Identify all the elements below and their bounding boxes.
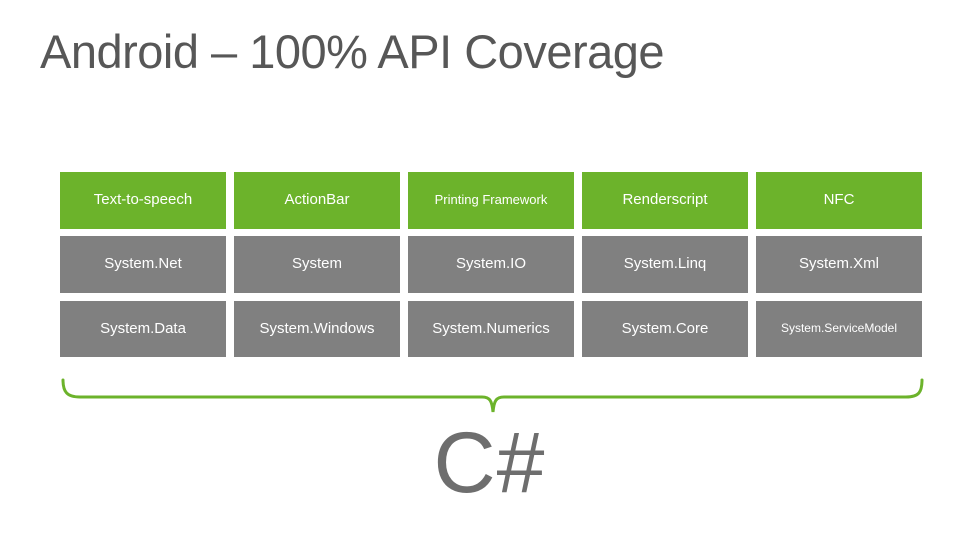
api-cell[interactable]: System.Windows	[234, 301, 400, 357]
api-cell[interactable]: Renderscript	[582, 172, 748, 229]
csharp-label: C#	[433, 415, 546, 511]
api-coverage-grid: Text-to-speech ActionBar Printing Framew…	[60, 172, 922, 357]
api-cell[interactable]: ActionBar	[234, 172, 400, 229]
api-cell[interactable]: System.ServiceModel	[756, 301, 922, 357]
curly-brace-icon	[56, 372, 928, 420]
api-cell[interactable]: System.IO	[408, 236, 574, 293]
api-cell[interactable]: NFC	[756, 172, 922, 229]
api-cell[interactable]: System.Xml	[756, 236, 922, 293]
table-row: System.Net System System.IO System.Linq …	[60, 236, 922, 293]
api-cell[interactable]: System.Net	[60, 236, 226, 293]
api-cell[interactable]: Text-to-speech	[60, 172, 226, 229]
api-cell[interactable]: Printing Framework	[408, 172, 574, 229]
table-row: Text-to-speech ActionBar Printing Framew…	[60, 172, 922, 229]
api-cell[interactable]: System.Data	[60, 301, 226, 357]
table-row: System.Data System.Windows System.Numeri…	[60, 301, 922, 357]
api-cell[interactable]: System.Core	[582, 301, 748, 357]
api-cell[interactable]: System.Numerics	[408, 301, 574, 357]
api-cell[interactable]: System	[234, 236, 400, 293]
page-title: Android – 100% API Coverage	[40, 25, 665, 78]
api-cell[interactable]: System.Linq	[582, 236, 748, 293]
